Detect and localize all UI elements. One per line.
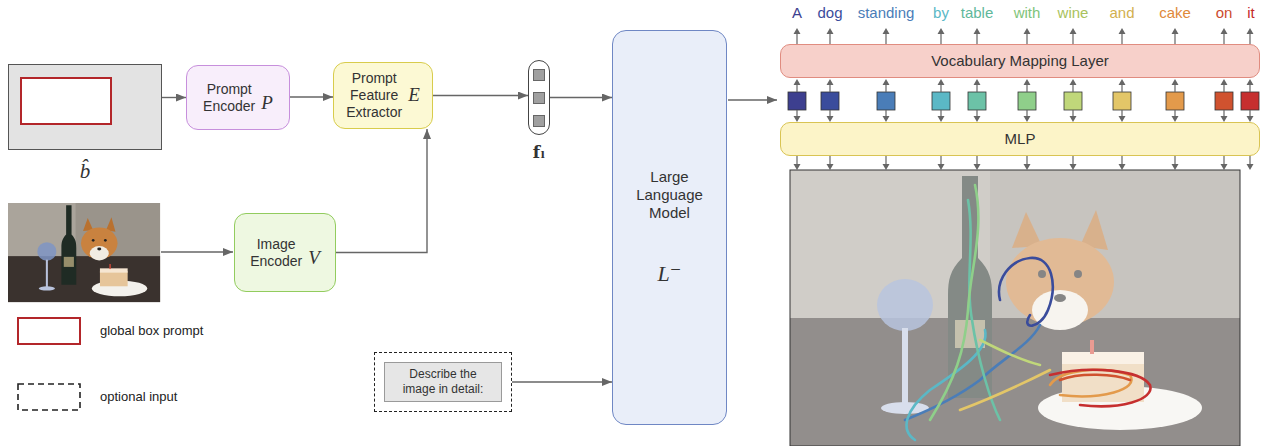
node-label: Describe the image in detail:: [393, 367, 493, 397]
box-prompt-rect: [20, 77, 112, 125]
node-label: fₗ: [509, 142, 569, 162]
label-group: Prompt Feature Extractor E: [346, 70, 420, 120]
legend-box-sample: [18, 318, 80, 344]
caption-word: standing: [858, 4, 915, 22]
node-symbol: V: [308, 248, 320, 269]
feature-token: [533, 115, 545, 127]
arrow-connector: [433, 95, 528, 96]
arrow-connector: [290, 96, 333, 97]
node-label: Large Language Model: [636, 168, 703, 222]
image-to-encoder-arrow: [161, 251, 233, 252]
token-squares: [788, 92, 1259, 110]
optional-prompt-box: Describe the image in detail:: [374, 352, 512, 412]
arrow-connector: [550, 97, 612, 98]
mlp-bar: MLP: [780, 122, 1260, 156]
prompt-encoder-box: Prompt Encoder P: [186, 65, 290, 130]
label-group: Prompt Encoder P: [203, 81, 273, 115]
arrow-connector: [336, 129, 427, 253]
box-prompt-image: b̂: [8, 64, 162, 150]
llm-box: Large Language ModelL⁻: [612, 30, 727, 425]
node-label: MLP: [1005, 130, 1036, 148]
label-group: Vocabulary Mapping Layer: [931, 52, 1109, 70]
node-label: Vocabulary Mapping Layer: [931, 52, 1109, 70]
label-group: Large Language ModelL⁻: [636, 168, 703, 286]
legend-dashed-sample: [18, 384, 80, 410]
caption-word: on: [1216, 4, 1233, 22]
node-label: b̂: [9, 159, 161, 184]
feature-extractor-box: Prompt Feature Extractor E: [333, 62, 433, 129]
traced-image: [790, 170, 1240, 446]
caption-word: by: [933, 4, 949, 22]
legend-label: global box prompt: [100, 323, 203, 339]
legend-label: optional input: [100, 389, 177, 405]
node-symbol: P: [261, 93, 273, 114]
caption-word: A: [792, 4, 802, 22]
node-label: Prompt Encoder: [203, 81, 255, 115]
caption-word: with: [1014, 4, 1041, 22]
node-label: Prompt Feature Extractor: [346, 70, 402, 120]
image-encoder-box: Image Encoder V: [234, 213, 336, 292]
label-group: Image Encoder V: [250, 236, 320, 270]
caption-word: wine: [1058, 4, 1089, 22]
caption-word: and: [1109, 4, 1134, 22]
arrow-connector: [162, 97, 186, 98]
caption-word: it: [1247, 4, 1255, 22]
arrow-connector: [512, 381, 612, 382]
caption-word: table: [961, 4, 994, 22]
feature-capsule: fₗ: [528, 60, 550, 135]
feature-token: [533, 69, 545, 81]
node-symbol: L⁻: [658, 262, 682, 286]
node-label: Image Encoder: [250, 236, 302, 270]
vocab-mapping-bar: Vocabulary Mapping Layer: [780, 44, 1260, 78]
label-group: MLP: [1005, 130, 1036, 148]
prompt-text-box: Describe the image in detail:: [384, 362, 502, 402]
caption-word: cake: [1159, 4, 1191, 22]
input-image-thumbnail: [8, 203, 160, 302]
feature-token: [533, 92, 545, 104]
node-symbol: E: [408, 85, 420, 106]
llm-to-tokens-arrow: [728, 99, 777, 100]
caption-word: dog: [817, 4, 842, 22]
